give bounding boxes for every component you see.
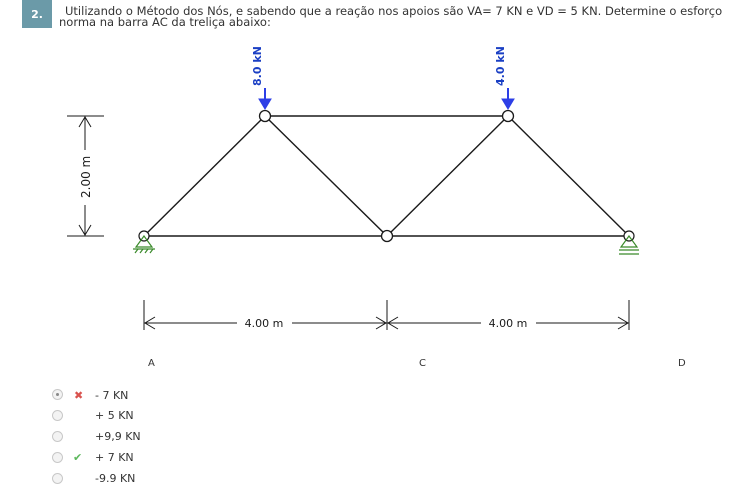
- truss-members: [143, 115, 630, 237]
- option-label-5[interactable]: -9.9 KN: [95, 472, 136, 485]
- column-label-d: D: [678, 358, 686, 369]
- span-left-label: 4.00 m: [245, 317, 284, 330]
- wrong-mark-icon: ✖: [74, 389, 84, 402]
- option-label-3[interactable]: +9,9 KN: [95, 430, 141, 443]
- option-radio-5[interactable]: [52, 473, 63, 484]
- load-right-label: 4.0 kN: [494, 46, 507, 86]
- option-radio-1[interactable]: [52, 389, 63, 400]
- pin-support-a: [133, 230, 155, 254]
- question-number-badge: 2.: [22, 0, 52, 28]
- joint-b: [258, 109, 272, 123]
- member-ed: [507, 115, 630, 237]
- member-ab: [143, 115, 266, 237]
- height-dim-label: 2.00 m: [79, 156, 93, 198]
- roller-support-d: [619, 230, 639, 255]
- load-arrow-left: [258, 88, 272, 110]
- member-ce: [386, 115, 509, 237]
- option-label-2[interactable]: + 5 KN: [95, 409, 134, 422]
- span-right-label: 4.00 m: [489, 317, 528, 330]
- option-label-1[interactable]: - 7 KN: [95, 389, 129, 402]
- option-radio-4[interactable]: [52, 452, 63, 463]
- question-text: Utilizando o Método dos Nós, e sabendo q…: [59, 4, 723, 29]
- joint-c: [380, 229, 394, 243]
- truss-diagram: 8.0 kN 4.0 kN 2.00 m 4.00 m 4.00 m: [67, 46, 639, 330]
- option-label-4[interactable]: + 7 KN: [95, 451, 134, 464]
- height-dimension: [67, 115, 104, 237]
- member-bc: [264, 115, 388, 237]
- joint-e: [501, 109, 515, 123]
- option-radio-2[interactable]: [52, 410, 63, 421]
- correct-check-icon: ✔: [73, 451, 83, 464]
- column-label-c: C: [419, 358, 426, 369]
- load-left-label: 8.0 kN: [251, 46, 264, 86]
- column-label-a: A: [148, 358, 155, 369]
- load-arrow-right: [501, 88, 515, 110]
- option-radio-3[interactable]: [52, 431, 63, 442]
- span-dimension: [143, 300, 630, 330]
